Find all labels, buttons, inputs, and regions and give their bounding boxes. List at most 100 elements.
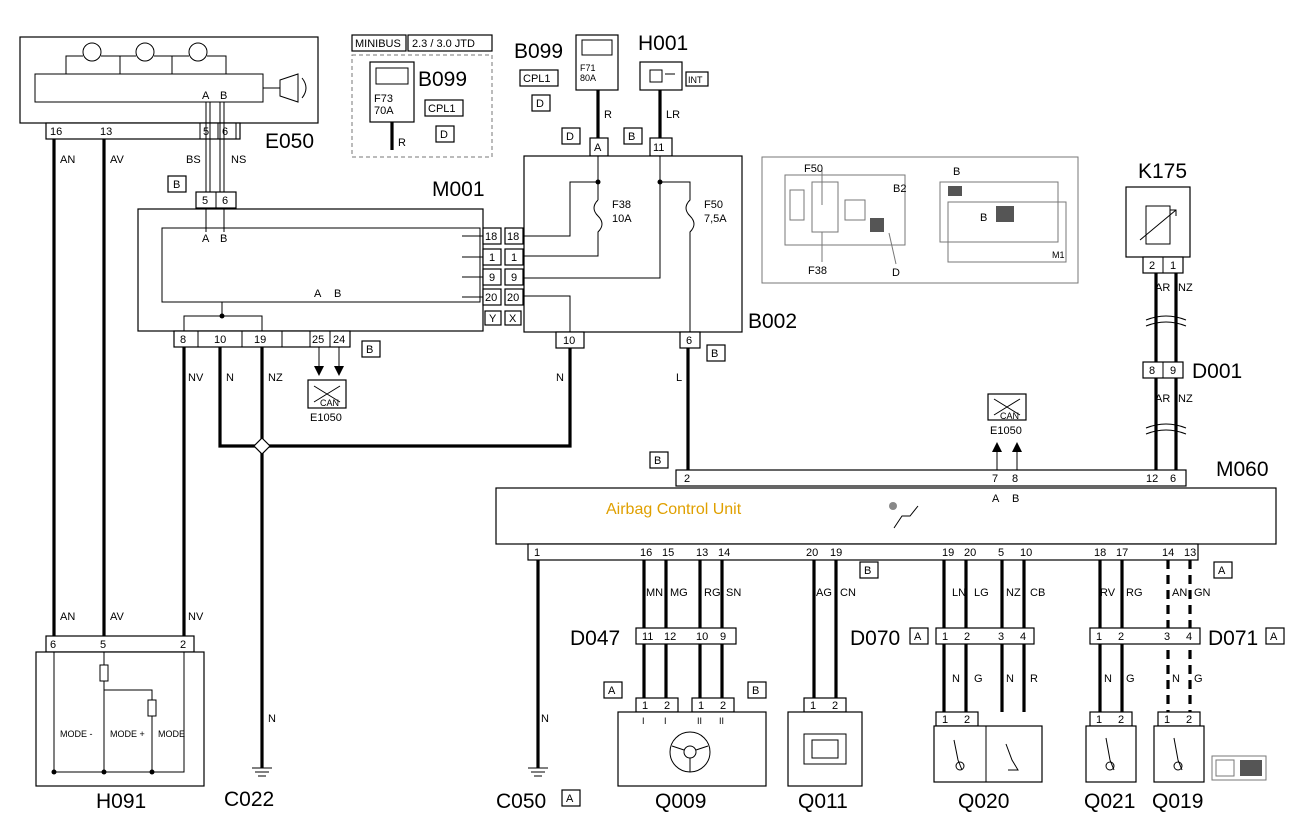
svg-text:B: B xyxy=(864,565,871,577)
svg-text:N: N xyxy=(1104,673,1112,685)
svg-text:9: 9 xyxy=(511,272,517,284)
svg-text:2: 2 xyxy=(1118,631,1124,643)
label-m060: M060 xyxy=(1216,458,1269,481)
svg-text:7,5A: 7,5A xyxy=(704,213,727,225)
svg-text:5: 5 xyxy=(998,547,1004,559)
svg-text:B: B xyxy=(220,233,227,245)
label-d071: D071 xyxy=(1208,627,1258,650)
component-m060[interactable]: Airbag Control Unit A B xyxy=(495,487,1277,545)
svg-text:AR: AR xyxy=(1155,282,1170,294)
svg-text:20: 20 xyxy=(806,547,818,559)
svg-text:18: 18 xyxy=(1094,547,1106,559)
svg-text:AR: AR xyxy=(1155,393,1170,405)
ignition-switch-h001[interactable]: INT xyxy=(639,61,709,91)
fuse-f71[interactable]: F71 80A xyxy=(575,34,619,91)
svg-text:2: 2 xyxy=(180,639,186,651)
svg-text:LR: LR xyxy=(666,109,680,121)
svg-text:AN: AN xyxy=(60,154,75,166)
svg-text:6: 6 xyxy=(222,126,228,138)
can-node-e1050-right[interactable]: CAN xyxy=(987,393,1027,421)
svg-text:AN: AN xyxy=(60,611,75,623)
label-q021: Q021 xyxy=(1084,790,1135,813)
svg-text:8: 8 xyxy=(1012,473,1018,485)
svg-text:AN: AN xyxy=(1172,587,1187,599)
svg-text:B: B xyxy=(654,455,661,467)
component-h091[interactable]: MODE - MODE + MODE xyxy=(35,651,205,787)
svg-text:F38: F38 xyxy=(612,199,631,211)
svg-text:2: 2 xyxy=(964,714,970,726)
svg-text:1: 1 xyxy=(534,547,540,559)
svg-text:CPL1: CPL1 xyxy=(428,103,456,115)
svg-text:F73: F73 xyxy=(374,93,393,105)
svg-text:I: I xyxy=(664,716,667,726)
svg-text:II: II xyxy=(697,716,702,726)
svg-text:R: R xyxy=(398,137,406,149)
component-q020-seat-pretensioner[interactable] xyxy=(933,725,1043,783)
svg-text:6: 6 xyxy=(686,335,692,347)
svg-text:5: 5 xyxy=(100,639,106,651)
svg-text:A: A xyxy=(314,288,322,300)
svg-text:N: N xyxy=(556,372,564,384)
svg-text:15: 15 xyxy=(662,547,674,559)
svg-text:RG: RG xyxy=(1126,587,1143,599)
svg-text:G: G xyxy=(1194,673,1203,685)
svg-text:3: 3 xyxy=(1164,631,1170,643)
svg-text:MODE -: MODE - xyxy=(60,729,93,739)
component-q011-passenger-airbag[interactable] xyxy=(787,711,863,787)
svg-text:D: D xyxy=(566,131,574,143)
svg-text:NZ: NZ xyxy=(1006,587,1021,599)
svg-text:6: 6 xyxy=(50,639,56,651)
svg-text:LN: LN xyxy=(952,587,966,599)
svg-text:B: B xyxy=(334,288,341,300)
svg-text:A: A xyxy=(594,142,602,154)
svg-text:MG: MG xyxy=(670,587,688,599)
component-m001[interactable]: A B A B xyxy=(137,208,484,332)
svg-text:NZ: NZ xyxy=(268,372,283,384)
label-b099: B099 xyxy=(514,40,563,63)
component-b002[interactable]: F38 10A F50 7,5A xyxy=(523,155,743,333)
svg-text:G: G xyxy=(974,673,983,685)
svg-text:6: 6 xyxy=(222,195,228,207)
svg-text:1: 1 xyxy=(642,700,648,712)
svg-text:16: 16 xyxy=(640,547,652,559)
component-e050[interactable]: A B xyxy=(19,36,319,124)
svg-text:NZ: NZ xyxy=(1178,393,1193,405)
svg-text:18: 18 xyxy=(507,231,519,243)
svg-text:25: 25 xyxy=(312,334,324,346)
svg-text:B: B xyxy=(628,131,635,143)
svg-text:N: N xyxy=(268,713,276,725)
svg-text:2.3 / 3.0 JTD: 2.3 / 3.0 JTD xyxy=(412,38,475,50)
svg-text:12: 12 xyxy=(1146,473,1158,485)
svg-text:9: 9 xyxy=(720,631,726,643)
svg-text:10: 10 xyxy=(563,335,575,347)
svg-text:8: 8 xyxy=(1149,365,1155,377)
svg-text:SN: SN xyxy=(726,587,741,599)
svg-text:B: B xyxy=(711,348,718,360)
svg-text:1: 1 xyxy=(942,714,948,726)
label-c050: C050 xyxy=(496,790,546,813)
svg-text:B: B xyxy=(980,212,987,224)
svg-text:10A: 10A xyxy=(612,213,632,225)
svg-text:A: A xyxy=(914,631,922,643)
svg-text:CAN: CAN xyxy=(320,398,339,408)
svg-text:D: D xyxy=(892,267,900,279)
can-node-e1050-left[interactable]: CAN xyxy=(307,379,347,409)
component-q019-pretensioner[interactable] xyxy=(1153,725,1205,783)
svg-text:1: 1 xyxy=(489,252,495,264)
svg-text:24: 24 xyxy=(333,334,345,346)
svg-text:B099: B099 xyxy=(418,68,467,91)
component-q021-pretensioner[interactable] xyxy=(1085,725,1137,783)
sensor-k175[interactable] xyxy=(1125,186,1191,258)
svg-text:8: 8 xyxy=(180,334,186,346)
svg-text:1: 1 xyxy=(511,252,517,264)
svg-text:R: R xyxy=(1030,673,1038,685)
svg-text:MODE +: MODE + xyxy=(110,729,145,739)
label-h001: H001 xyxy=(638,32,688,55)
svg-text:E1050: E1050 xyxy=(990,425,1022,437)
svg-text:B2: B2 xyxy=(893,183,906,195)
e050-label-b: B xyxy=(220,90,227,102)
svg-text:2: 2 xyxy=(964,631,970,643)
label-c022: C022 xyxy=(224,788,274,811)
svg-text:20: 20 xyxy=(485,292,497,304)
